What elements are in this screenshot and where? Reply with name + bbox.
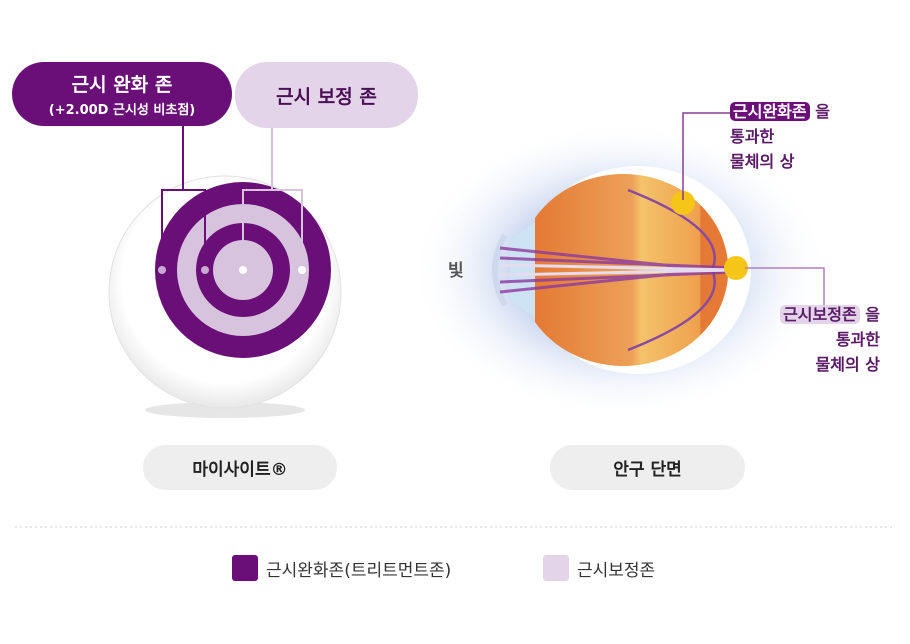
label-line: 통과한 [835, 330, 880, 349]
focus-point-relief [671, 191, 695, 215]
correction-zone-bubble: 근시 보정 존 [235, 62, 418, 128]
label-line: 물체의 상 [815, 355, 880, 374]
relief-zone-bubble: 근시 완화 존 (+2.00D 근시성 비초점) [12, 62, 232, 126]
relief-zone-title: 근시 완화 존 [71, 74, 173, 96]
legend-label: 근시보정존 [577, 560, 656, 581]
legend-item-correction: 근시보정존 [543, 555, 655, 581]
legend-swatch [232, 555, 258, 581]
light-label: 빛 [448, 261, 464, 281]
label-suffix: 을 [815, 102, 830, 121]
legend-swatch [543, 555, 569, 581]
lens-caption: 마이사이트® [143, 445, 337, 490]
correction-image-label: 근시보정존 을 통과한 물체의 상 [780, 302, 880, 377]
relief-image-label: 근시완화존 을 통과한 물체의 상 [730, 99, 830, 174]
correction-zone-title: 근시 보정 존 [276, 85, 377, 108]
legend-item-relief: 근시완화존(트리트먼트존) [232, 555, 451, 581]
eye-caption: 안구 단면 [550, 445, 745, 490]
label-line: 통과한 [730, 127, 775, 146]
label-suffix: 을 [865, 305, 880, 324]
correction-highlight: 근시보정존 [780, 305, 860, 324]
relief-zone-subtitle: (+2.00D 근시성 비초점) [48, 103, 196, 118]
legend-label: 근시완화존(트리트먼트존) [266, 560, 452, 581]
label-line: 물체의 상 [730, 152, 795, 171]
focus-point-correction [724, 256, 748, 280]
lens-illustration [108, 126, 342, 418]
eye-illustration [410, 112, 830, 420]
relief-highlight: 근시완화존 [730, 102, 810, 121]
